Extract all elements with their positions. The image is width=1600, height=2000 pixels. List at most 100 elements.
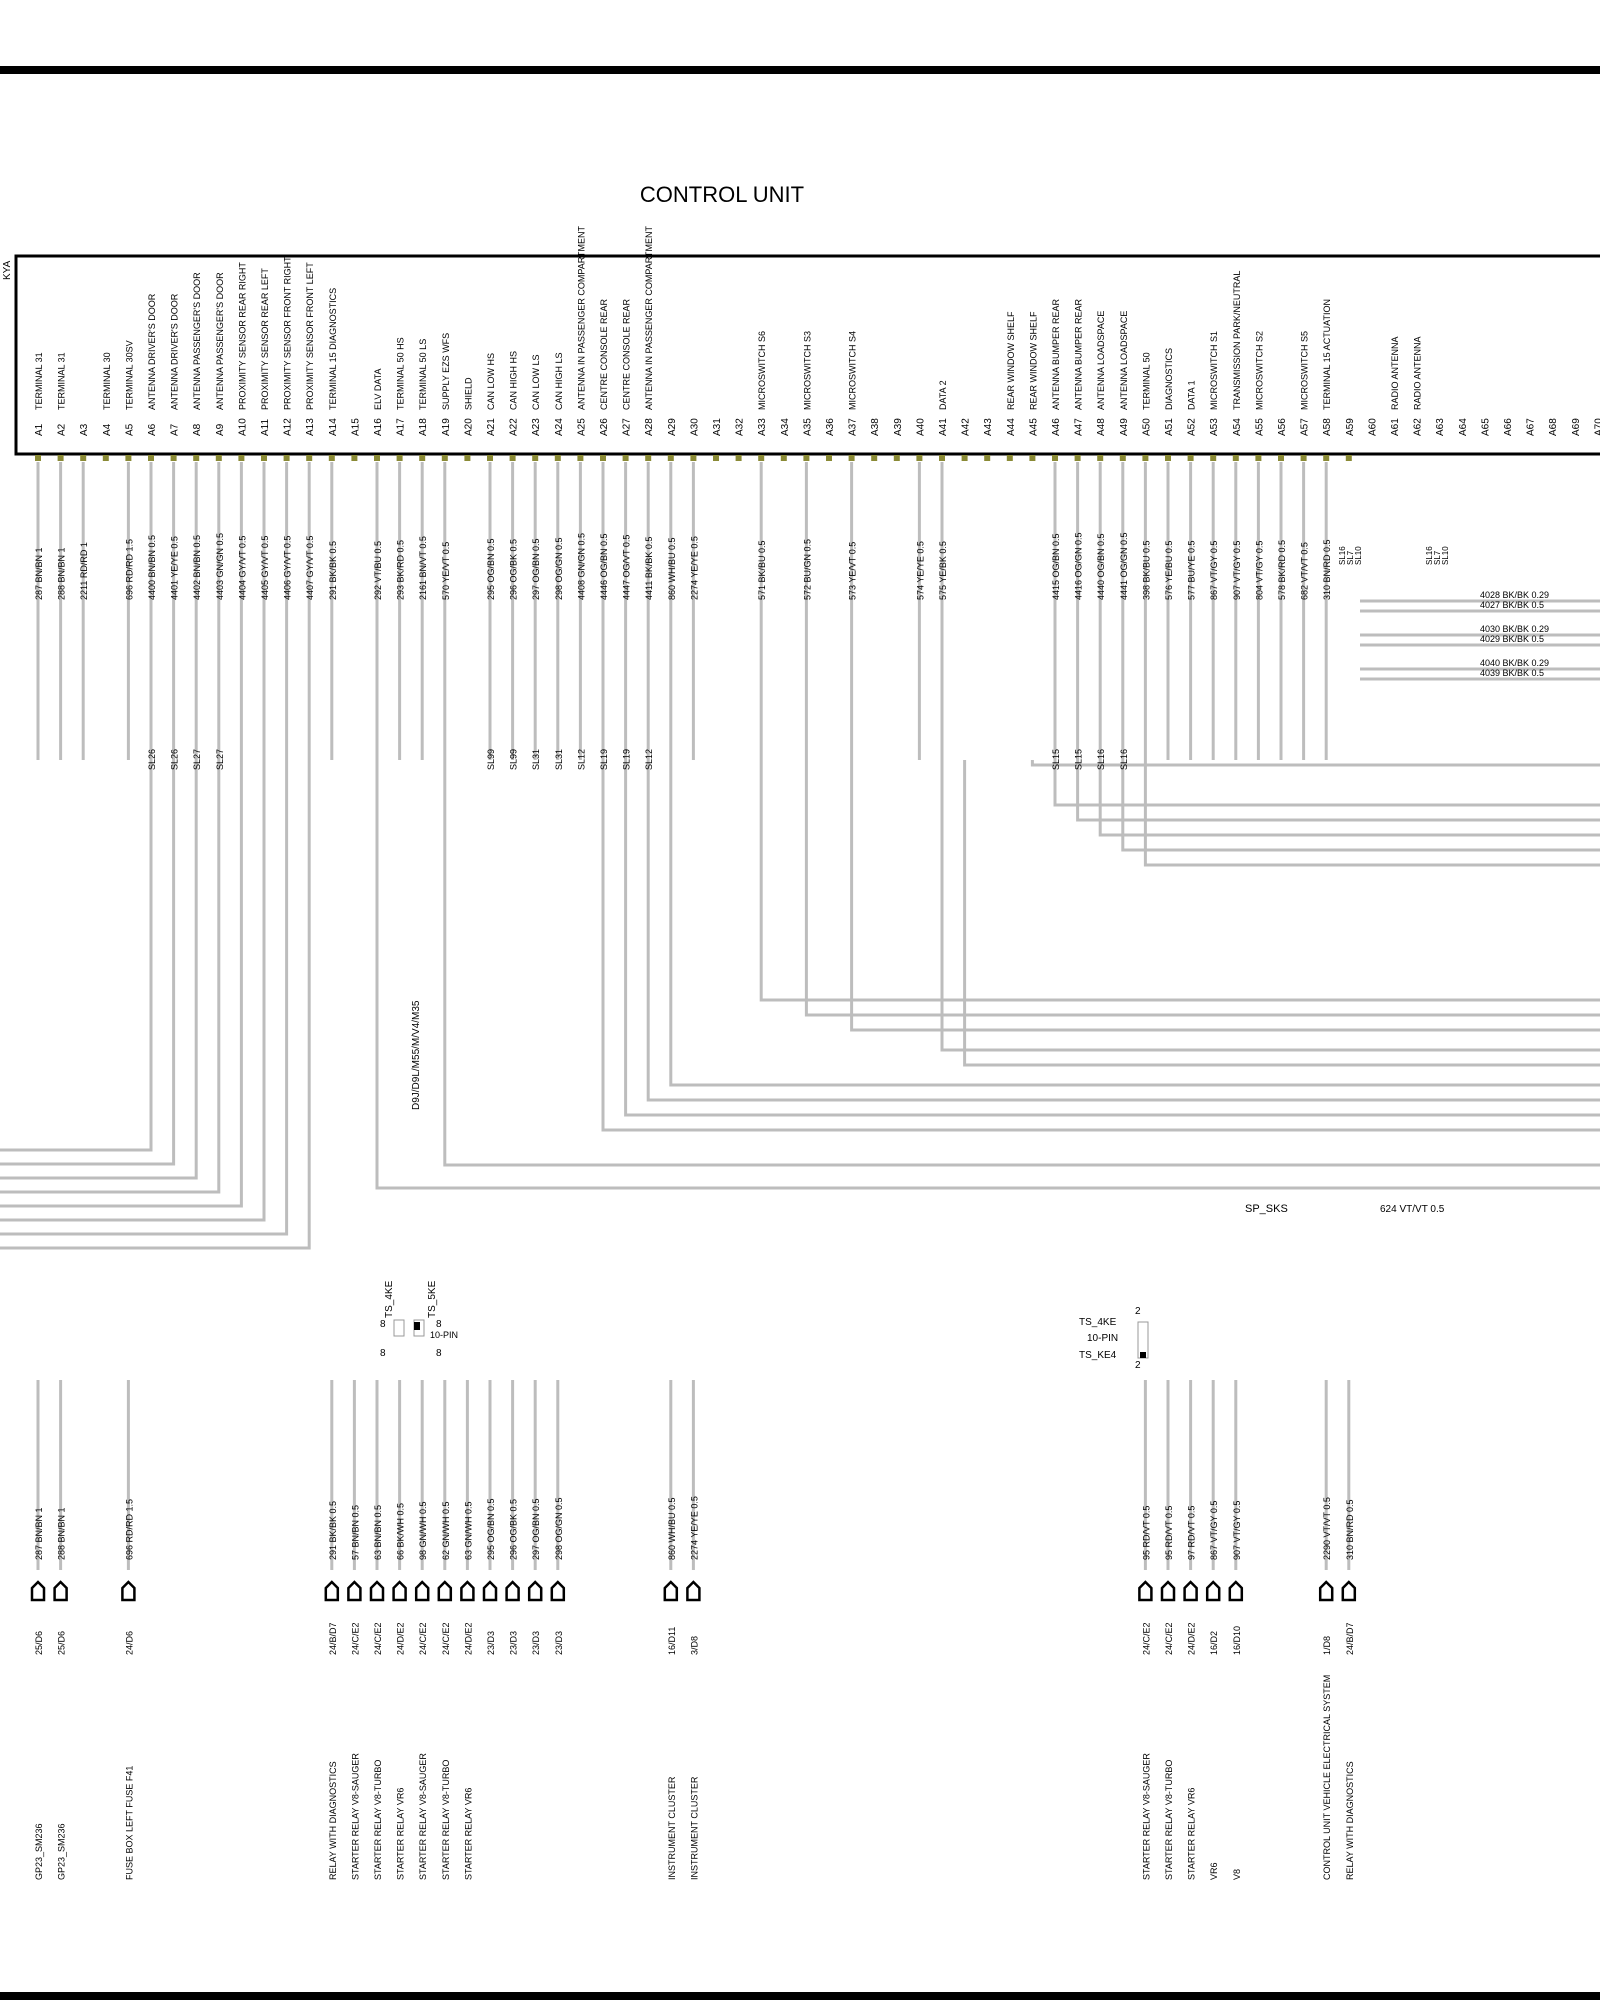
pin-description: ANTENNA LOADSPACE: [1119, 311, 1129, 410]
wire-label: 4441 OG/GN 0.5: [1119, 532, 1129, 600]
wire-run: [1121, 760, 1600, 852]
pin-description: ANTENNA DRIVER'S DOOR: [147, 293, 157, 410]
pin-number: A34: [780, 418, 791, 436]
pin-number: A40: [915, 418, 926, 436]
pin-marker: [261, 455, 267, 461]
pin-number: A18: [418, 418, 429, 436]
bottom-wire-label: 98 GN/WH 0.5: [418, 1501, 428, 1560]
pin-description: TERMINAL 50 LS: [418, 339, 428, 410]
pin-description: ANTENNA DRIVER'S DOOR: [170, 293, 180, 410]
wire-label: 297 OG/BN 0.5: [531, 538, 541, 600]
bottom-wire-label: 860 WH/BU 0.5: [667, 1497, 677, 1560]
wire-label: 293 BK/RD 0.5: [396, 540, 406, 600]
terminal-icon: [324, 1580, 340, 1602]
wire-run: [963, 760, 1600, 1067]
wire-label: 4402 BN/BN 0.5: [192, 535, 202, 600]
ts-ke-marker: [1140, 1352, 1146, 1358]
pin-description: ANTENNA BUMPER REAR: [1074, 298, 1084, 410]
pin-number: A5: [124, 423, 135, 436]
ts-5ke-label: TS_5KE: [427, 1280, 438, 1318]
wire-run-left: [0, 760, 221, 1194]
pin-marker: [80, 455, 87, 461]
pin-description: CAN LOW LS: [531, 354, 541, 410]
destination-label: STARTER RELAY VR6: [1187, 1788, 1197, 1880]
pin-number: A66: [1503, 418, 1514, 436]
pin-number: A22: [509, 418, 520, 436]
ts-10pin: 10-PIN: [430, 1330, 458, 1340]
pin-description: MICROSWITCH S4: [848, 331, 858, 410]
destination-label: STARTER RELAY V8-TURBO: [1164, 1760, 1174, 1880]
wire-label: 310 BN/RD 0.5: [1322, 539, 1332, 600]
bottom-wire-label: 63 GN/WH 0.5: [463, 1501, 473, 1560]
wire-run-left: [0, 760, 266, 1222]
terminal-icon: [1138, 1580, 1153, 1602]
connector-ref: 24/D6: [124, 1631, 134, 1655]
destination-label: GP23_SM236: [57, 1823, 67, 1880]
pin-description: DIAGNOSTICS: [1164, 348, 1174, 410]
bottom-wire-label: 2290 VT/VT 0.5: [1322, 1497, 1332, 1560]
sp-sks-label: SP_SKS: [1245, 1203, 1288, 1215]
terminal-icon: [347, 1580, 362, 1602]
pin-description: TERMINAL 30: [102, 352, 112, 410]
wire-label: 291 BK/BK 0.5: [328, 541, 338, 600]
wire-run: [1143, 760, 1600, 867]
pin-description: MICROSWITCH S5: [1300, 331, 1310, 410]
pin-number: A42: [961, 418, 972, 436]
pin-marker: [1300, 455, 1307, 461]
pin-number: A58: [1322, 418, 1333, 436]
pin-number: A56: [1277, 418, 1288, 436]
pin-marker: [1210, 455, 1217, 461]
splice-label: SL12: [576, 749, 586, 770]
wire-run: [669, 760, 1600, 1087]
wire-run-left: [0, 760, 176, 1166]
ts-ke-label2: 10-PIN: [1087, 1333, 1118, 1344]
pin-description: CENTRE CONSOLE REAR: [622, 298, 632, 410]
splice-label: SL12: [644, 749, 654, 770]
terminal-icon: [392, 1580, 407, 1602]
pin-marker: [35, 455, 41, 461]
pin-description: TERMINAL 15 DIAGNOSTICS: [328, 288, 338, 410]
pin-number: A32: [735, 418, 746, 436]
pin-number: A51: [1164, 418, 1175, 436]
bottom-wire-label: 297 OG/BN 0.5: [531, 1498, 541, 1560]
connector-ref: 25/D6: [57, 1631, 67, 1655]
splice-label: SL15: [1074, 749, 1084, 770]
wire-label: 907 VT/GY 0.5: [1232, 541, 1242, 600]
pin-number: A60: [1367, 418, 1378, 436]
pin-number: A4: [102, 423, 113, 436]
ts-ke-pin-a: 2: [1135, 1306, 1141, 1317]
pin-number: A64: [1458, 418, 1469, 436]
wire-label: 4408 GN/GN 0.5: [576, 533, 586, 600]
connector-ref: 16/D11: [667, 1627, 677, 1655]
pin-description: PROXIMITY SENSOR REAR LEFT: [260, 268, 270, 410]
pin-number: A57: [1300, 418, 1311, 436]
pin-number: A49: [1119, 418, 1130, 436]
pin-number: A62: [1413, 418, 1424, 436]
radio-splice-label: SL16: [1425, 546, 1434, 565]
connector-ref: 23/D3: [531, 1631, 541, 1655]
wire-label: 4405 GY/VT 0.5: [260, 536, 270, 600]
connector-ref: 24/C/E2: [1141, 1622, 1151, 1655]
pin-description: SHIELD: [463, 377, 473, 410]
pin-number: A28: [644, 418, 655, 436]
pin-marker: [554, 455, 561, 461]
wire-label: 298 OG/GN 0.5: [554, 537, 564, 600]
pin-number: A11: [260, 419, 271, 436]
ts-ke-pin-b: 2: [1135, 1360, 1141, 1371]
pin-number: A23: [531, 418, 542, 436]
bottom-wire-label: 288 BN/BN 1: [57, 1507, 67, 1560]
pin-number: A6: [147, 423, 158, 436]
terminal-icon: [1160, 1580, 1176, 1602]
pin-marker: [1006, 455, 1013, 461]
ts-pin-a: 8: [380, 1319, 386, 1330]
bottom-wire-label: 907 VT/GY 0.5: [1232, 1501, 1242, 1560]
connector-ref: 23/D3: [554, 1631, 564, 1655]
bottom-wire-label: 57 BN/BN 0.5: [350, 1505, 360, 1560]
terminal-icon: [550, 1580, 566, 1602]
pin-description: ELV DATA: [373, 368, 383, 410]
pin-marker: [735, 455, 742, 461]
wire-run: [1030, 760, 1600, 767]
ts-pin-b: 8: [436, 1319, 442, 1330]
terminal-icon: [369, 1580, 385, 1602]
